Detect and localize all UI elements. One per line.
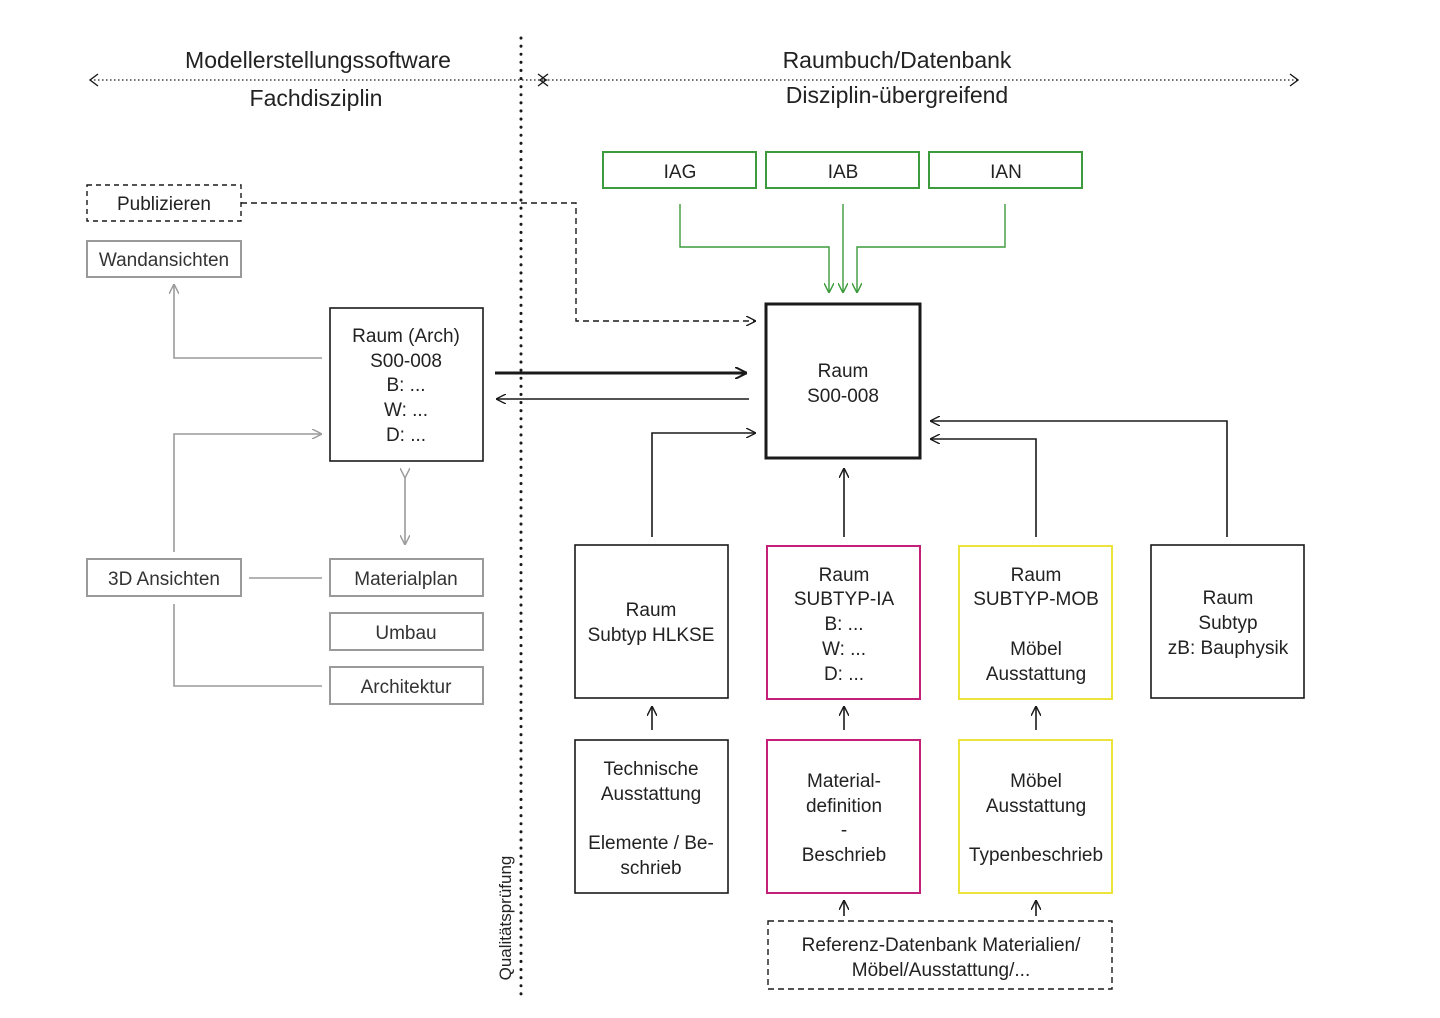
subtyp-bauphysik-line-2: Subtyp — [1198, 613, 1257, 634]
architektur-label: Architektur — [361, 677, 452, 698]
subtyp-bauphysik-line-1: Raum — [1203, 588, 1254, 609]
wandansichten-box[interactable] — [86, 240, 242, 278]
referenz-line-1: Referenz-Datenbank Materialien/ — [802, 935, 1082, 956]
moebel-line-2: Ausstattung — [986, 796, 1086, 817]
iag-label: IAG — [664, 162, 697, 183]
ian-box[interactable] — [928, 151, 1083, 189]
3d-architektur-connector — [173, 604, 322, 687]
moebel-line-4: Typenbeschrieb — [969, 845, 1103, 866]
raum-main-box[interactable] — [764, 302, 922, 460]
subtyp-bauphysik-box[interactable] — [1150, 544, 1305, 699]
materialdef-box[interactable] — [766, 739, 921, 894]
materialdef-line-1: Material- — [807, 771, 881, 792]
materialdef-line-3: - — [841, 820, 847, 841]
umbau-label: Umbau — [375, 623, 436, 644]
iab-label: IAB — [828, 162, 859, 183]
materialdef-line-4: Beschrieb — [802, 845, 887, 866]
materialplan-label: Materialplan — [354, 569, 458, 590]
subtyp-mob-line-1: Raum — [1011, 565, 1062, 586]
left-scope-arrowhead-end — [537, 73, 548, 87]
3d-to-raum-arrow — [173, 434, 322, 552]
3d-ansichten-label: 3D Ansichten — [108, 569, 220, 590]
moebel-line-1: Möbel — [1010, 771, 1062, 792]
right-section: IAG IAB IAN Raum S00-008 Raum Subtyp HLK… — [574, 151, 1305, 990]
iag-arrow — [679, 204, 829, 293]
left-section: Publizieren Wandansichten Raum (Arch) S0… — [86, 184, 756, 705]
quality-label: Qualitätsprüfung — [496, 856, 515, 981]
left-scope-arrowhead — [88, 73, 99, 87]
technische-line-2: Ausstattung — [601, 784, 701, 805]
raum-main-line-2: S00-008 — [807, 386, 879, 407]
bauphysik-to-raum-arrow — [930, 421, 1228, 537]
right-scope-arrowhead-start — [538, 73, 549, 87]
mob-to-raum-arrow — [930, 439, 1037, 537]
subtyp-hlkse-box[interactable] — [574, 544, 729, 699]
technische-line-5: schrieb — [620, 858, 681, 879]
subtyp-hlkse-line-1: Raum — [626, 600, 677, 621]
subtyp-ia-line-2: SUBTYP-IA — [794, 589, 895, 610]
hlkse-to-raum-arrow — [651, 433, 756, 537]
publizieren-connector — [241, 202, 756, 321]
umbau-box[interactable] — [329, 612, 484, 651]
referenz-box[interactable] — [767, 920, 1113, 990]
raum-arch-box[interactable] — [329, 307, 484, 462]
raum-arch-line-5: D: ... — [386, 425, 426, 446]
technische-line-4: Elemente / Be- — [588, 833, 714, 854]
raum-arch-line-2: S00-008 — [370, 351, 442, 372]
iab-box[interactable] — [765, 151, 920, 189]
materialplan-box[interactable] — [329, 558, 484, 597]
subtyp-hlkse-line-2: Subtyp HLKSE — [588, 625, 715, 646]
materialdef-line-2: definition — [806, 796, 882, 817]
subtyp-ia-box[interactable] — [766, 545, 921, 700]
subtyp-bauphysik-line-3: zB: Bauphysik — [1168, 638, 1289, 659]
publizieren-label: Publizieren — [117, 194, 211, 215]
subtyp-mob-line-5: Ausstattung — [986, 664, 1086, 685]
right-subtitle: Disziplin-übergreifend — [786, 82, 1008, 108]
3d-ansichten-box[interactable] — [86, 558, 242, 597]
referenz-line-2: Möbel/Ausstattung/... — [852, 960, 1031, 981]
technische-box[interactable] — [574, 739, 729, 894]
subtyp-mob-box[interactable] — [958, 545, 1113, 700]
right-scope-arrowhead — [1289, 73, 1300, 87]
raum-arch-line-4: W: ... — [384, 400, 428, 421]
subtyp-ia-line-1: Raum — [819, 565, 870, 586]
header: Modellerstellungssoftware Fachdisziplin … — [88, 47, 1300, 111]
subtyp-mob-line-2: SUBTYP-MOB — [973, 589, 1099, 610]
subtyp-ia-line-3: B: ... — [824, 614, 863, 635]
left-title: Modellerstellungssoftware — [185, 47, 451, 73]
raum-arch-line-3: B: ... — [386, 375, 425, 396]
subtyp-mob-line-4: Möbel — [1010, 639, 1062, 660]
right-title: Raumbuch/Datenbank — [783, 47, 1012, 73]
ian-label: IAN — [990, 162, 1022, 183]
left-subtitle: Fachdisziplin — [250, 85, 383, 111]
raum-to-wandansichten-arrow — [174, 284, 322, 359]
technische-line-1: Technische — [603, 759, 698, 780]
wandansichten-label: Wandansichten — [99, 250, 229, 271]
iag-box[interactable] — [602, 151, 757, 189]
subtyp-ia-line-4: W: ... — [822, 639, 866, 660]
ian-arrow — [857, 204, 1006, 293]
raum-arch-line-1: Raum (Arch) — [352, 326, 460, 347]
moebel-box[interactable] — [958, 739, 1113, 894]
subtyp-ia-line-5: D: ... — [824, 664, 864, 685]
architektur-box[interactable] — [329, 666, 484, 705]
raum-main-line-1: Raum — [818, 361, 869, 382]
